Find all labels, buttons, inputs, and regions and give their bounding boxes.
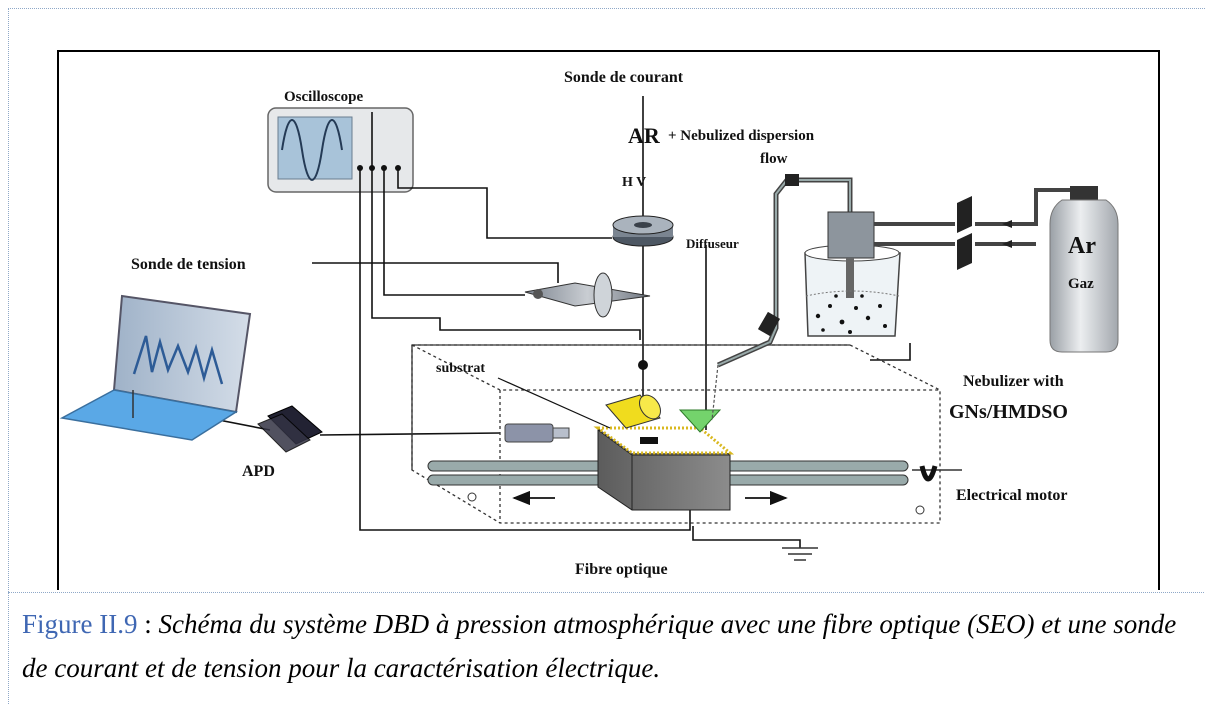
- tube-elbow: [785, 174, 799, 186]
- sonde-tension-label: Sonde de tension: [131, 256, 246, 273]
- gaz-label: Gaz: [1068, 276, 1094, 292]
- nebulizer-with-label: Nebulizer with: [963, 373, 1064, 390]
- chamber-edges: [411, 344, 850, 470]
- oscilloscope-label: Oscilloscope: [284, 89, 364, 105]
- page-frame: [8, 8, 1205, 704]
- sonde-courant-label: Sonde de courant: [564, 69, 684, 86]
- hv-label: H V: [622, 175, 646, 190]
- nebulized-label: + Nebulized dispersion: [668, 128, 815, 144]
- fiber-connector: [504, 423, 570, 443]
- current-probe: [612, 215, 674, 247]
- flowmeters: [957, 196, 1012, 270]
- gas-tubing-inner: [717, 179, 851, 366]
- substrat-label: substrat: [436, 361, 485, 376]
- diffuser: [678, 409, 722, 433]
- apd-label: APD: [242, 463, 275, 480]
- ar-label: AR: [628, 123, 661, 148]
- figure-reference-link[interactable]: Figure II.9: [22, 609, 138, 639]
- tube-joint: [757, 311, 781, 337]
- apd-detector: [257, 405, 323, 453]
- oscilloscope: [267, 107, 414, 193]
- feed-line: [711, 364, 719, 421]
- caption-separator: :: [137, 609, 159, 639]
- figure-caption: Figure II.9 : Schéma du système DBD à pr…: [22, 602, 1197, 690]
- electrical-motor: [912, 465, 962, 482]
- caption-text: Schéma du système DBD à pression atmosph…: [22, 609, 1177, 683]
- substrat-pointer: [497, 377, 611, 429]
- diffuseur-label: Diffuseur: [686, 236, 739, 251]
- gns-hmdso-label: GNs/HMDSO: [949, 401, 1068, 423]
- ground-symbol: [782, 547, 818, 561]
- wires: [192, 96, 911, 548]
- carriage: [593, 426, 735, 511]
- electrode-roller: [605, 394, 661, 429]
- hv-node: [638, 360, 648, 370]
- fibre-optique-label: Fibre optique: [575, 561, 668, 578]
- voltage-probe: [524, 272, 651, 318]
- ar-gas-label: Ar: [1068, 233, 1096, 259]
- dbd-system-diagram: Oscilloscope Sonde de courant AR + Nebul…: [59, 69, 1119, 578]
- flow-label: flow: [760, 151, 788, 167]
- gas-lines: [874, 188, 1080, 246]
- argon-bottle: [1049, 186, 1119, 353]
- nebulizer: [804, 211, 901, 337]
- caption-box: [8, 592, 1204, 704]
- electrical-motor-label: Electrical motor: [956, 487, 1068, 504]
- laptop: [59, 294, 252, 441]
